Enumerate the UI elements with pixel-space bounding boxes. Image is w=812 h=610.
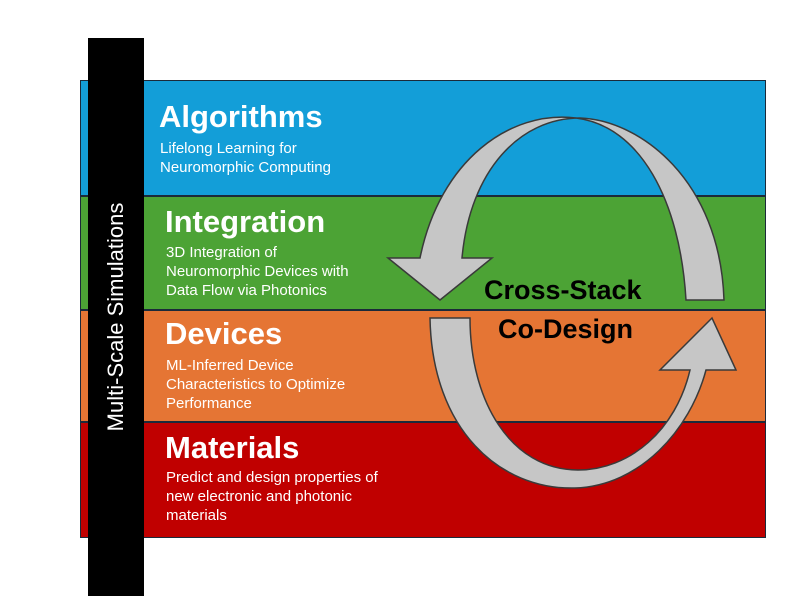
layer-desc-algorithms: Lifelong Learning for Neuromorphic Compu… xyxy=(160,140,331,176)
layer-desc-devices: ML-Inferred Device Characteristics to Op… xyxy=(166,357,346,412)
cycle-arrow-top-icon xyxy=(385,116,725,301)
layer-algorithms: Algorithms Lifelong Learning for Neuromo… xyxy=(80,80,766,196)
layer-stack: Algorithms Lifelong Learning for Neuromo… xyxy=(80,80,768,538)
layer-title-materials: Materials xyxy=(165,430,300,465)
layer-title-devices: Devices xyxy=(165,316,283,351)
layer-desc-integration: 3D Integration of Neuromorphic Devices w… xyxy=(166,244,349,299)
layer-title-integration: Integration xyxy=(165,204,326,239)
cross-stack-label: Cross-Stack xyxy=(484,275,642,305)
layer-devices: Devices ML-Inferred Device Characteristi… xyxy=(80,310,766,422)
multi-scale-simulations-label: Multi-Scale Simulations xyxy=(103,202,128,432)
layer-integration: Integration 3D Integration of Neuromorph… xyxy=(80,196,766,310)
layer-desc-materials: Predict and design properties of new ele… xyxy=(166,469,378,524)
co-design-label: Co-Design xyxy=(498,314,633,344)
multi-scale-simulations-bar: Multi-Scale Simulations xyxy=(88,38,144,596)
cycle-arrow-bottom-icon xyxy=(429,316,738,489)
layer-title-algorithms: Algorithms xyxy=(159,99,323,134)
